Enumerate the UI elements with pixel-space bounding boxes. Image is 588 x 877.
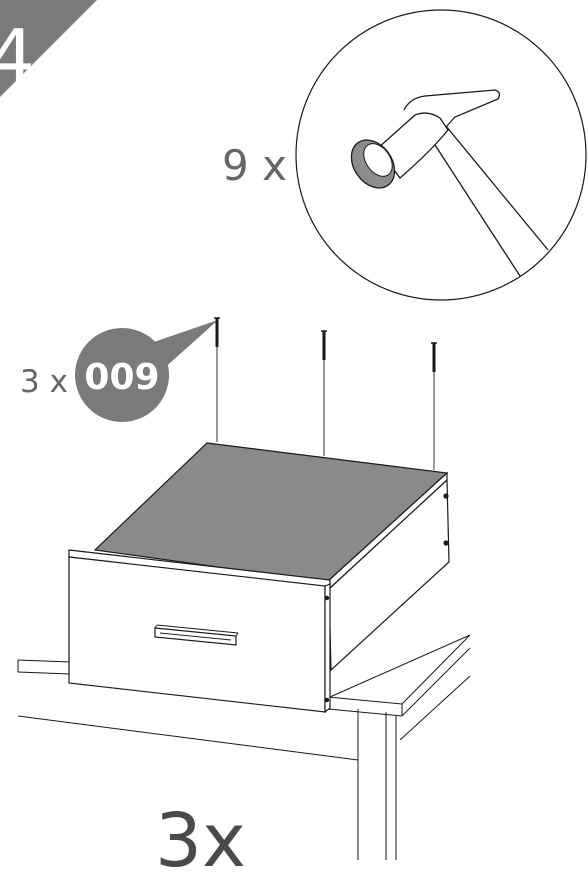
nail-2 <box>321 330 327 456</box>
part-callout: 3 x 009 <box>20 320 218 422</box>
front-pin <box>324 595 330 601</box>
step-badge: 4 <box>0 0 97 100</box>
drawer-handle <box>154 624 239 646</box>
table <box>17 634 471 860</box>
nail-3 <box>431 342 437 470</box>
part-count-label: 3 x <box>20 364 68 400</box>
nail-1 <box>214 317 220 442</box>
side-pin <box>443 493 449 499</box>
part-code: 009 <box>84 357 159 398</box>
front-pin <box>324 697 330 703</box>
drawer-front-edge <box>324 583 331 714</box>
hammer-icon <box>350 89 549 277</box>
side-pin <box>443 540 449 546</box>
nail-icon <box>214 317 437 470</box>
repeat-count-label: 3x <box>155 798 246 877</box>
step-number: 4 <box>0 14 35 100</box>
step-badge-shape <box>0 0 97 97</box>
tool-callout: 9 x <box>222 9 587 301</box>
drawer <box>68 442 450 714</box>
tool-count-label: 9 x <box>222 141 287 190</box>
part-badge <box>75 328 169 422</box>
